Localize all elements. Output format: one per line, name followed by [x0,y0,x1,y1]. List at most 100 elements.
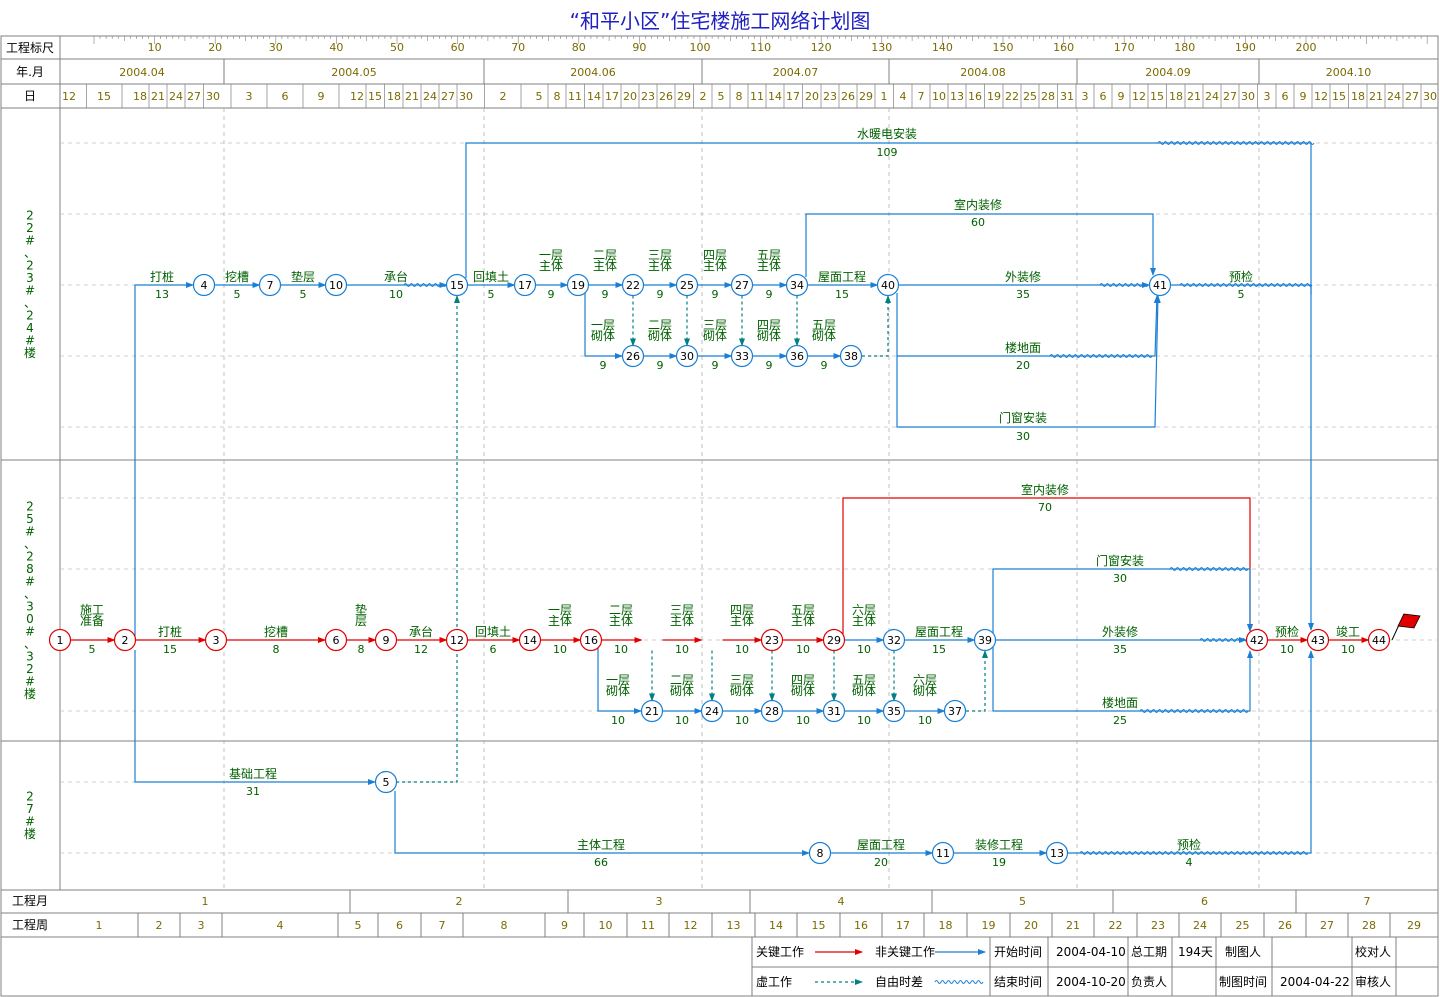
activity-name: 门窗安装 [1096,553,1144,568]
activity-name: 一层 [548,603,572,617]
event-node: 5 [374,770,398,794]
activity-duration: 10 [1341,643,1355,656]
activity-name: 主体 [757,259,781,273]
band-label-char: 8 [26,562,34,576]
activity-duration: 4 [1186,856,1193,869]
day-label: 6 [1100,90,1107,103]
event-node-circle [518,628,542,652]
footer-month-label: 4 [838,895,845,908]
month-label: 2004.04 [119,66,165,79]
month-label: 2004.05 [331,66,377,79]
event-node-number: 41 [1153,279,1167,292]
event-node-number: 42 [1250,634,1264,647]
activity-duration: 10 [735,643,749,656]
event-node-circle [785,273,809,297]
scale-tick-label: 20 [208,41,222,54]
legend-end-label: 结束时间 [994,975,1042,989]
footer-week-label: 13 [727,919,741,932]
legend-reviewer-label: 审核人 [1355,974,1391,989]
activity-arrow [992,647,1253,712]
event-node: 24 [700,699,724,723]
footer-week-label: 24 [1193,919,1207,932]
footer-week-label: 10 [599,919,613,932]
activity-duration: 31 [246,785,260,798]
band-label-char: 3 [26,271,34,285]
band-label-char: 、 [24,587,36,601]
activity-name: 砌体 [648,329,672,343]
activity-label: 预检4 [1177,837,1201,869]
activity-duration: 60 [971,216,985,229]
day-label: 6 [282,90,289,103]
event-node-number: 7 [267,279,274,292]
band-label-char: 楼 [24,345,36,360]
activity-duration: 10 [857,714,871,727]
event-node-number: 43 [1311,634,1325,647]
free-float-wave [1079,851,1309,855]
activity-name: 三层 [648,248,672,262]
activity-name: 五层 [757,248,781,262]
day-label: 27 [441,90,455,103]
month-label: 2004.09 [1145,66,1191,79]
event-node: 4 [192,273,216,297]
band-label-char: 2 [26,549,34,563]
activity-duration: 5 [1238,288,1245,301]
band-label-char: 3 [26,649,34,663]
band-label-char: # [25,674,35,688]
day-label: 26 [659,90,673,103]
activity-name: 门窗安装 [999,410,1047,425]
event-node-number: 40 [881,279,895,292]
activity-duration: 10 [796,714,810,727]
activity-name: 砌体 [670,684,694,698]
activity-duration: 15 [163,643,177,656]
activity-duration: 9 [766,359,773,372]
header-day-label: 日 [24,89,36,103]
activity-name: 外装修 [1102,624,1138,639]
day-label: 18 [387,90,401,103]
day-label: 5 [536,90,543,103]
activity-name: 二层 [593,248,617,262]
day-label: 21 [1369,90,1383,103]
day-label: 8 [554,90,561,103]
event-node-circle [730,344,754,368]
activity-name: 预检 [1275,624,1299,639]
footer-month-label: 工程月 [12,893,48,908]
day-label: 14 [768,90,782,103]
activity-duration: 9 [600,359,607,372]
footer-week-label: 6 [396,919,403,932]
activity-name: 三层 [730,673,754,687]
scale-tick-label: 130 [871,41,892,54]
event-node-circle [1045,841,1069,865]
activity-name: 六层 [913,673,937,687]
band-label-char: # [25,624,35,638]
footer-week-label: 22 [1109,919,1123,932]
event-node: 7 [258,273,282,297]
activity-duration: 30 [1016,430,1030,443]
day-label: 21 [151,90,165,103]
activity-name: 楼地面 [1102,695,1138,710]
legend-draw-time-value: 2004-04-22 [1280,975,1350,989]
event-node-circle [882,699,906,723]
building-bands: 22#、23#、24#楼25#、28#、30#、32#楼27#楼 [1,208,1438,891]
event-node-circle [640,699,664,723]
band-label-char: 2 [26,499,34,513]
activity-name: 砌体 [730,684,754,698]
activity-duration: 35 [1016,288,1030,301]
free-float-wave [1099,283,1149,287]
activity-name: 主体 [703,259,727,273]
footer-week-label: 16 [854,919,868,932]
legend-float-wave [934,980,984,984]
activity-name: 主体 [670,614,694,628]
scale-tick-label: 190 [1235,41,1256,54]
activity-duration: 5 [300,288,307,301]
event-node-number: 14 [523,634,537,647]
month-label: 2004.06 [570,66,616,79]
band-label-char: 4 [26,321,34,335]
